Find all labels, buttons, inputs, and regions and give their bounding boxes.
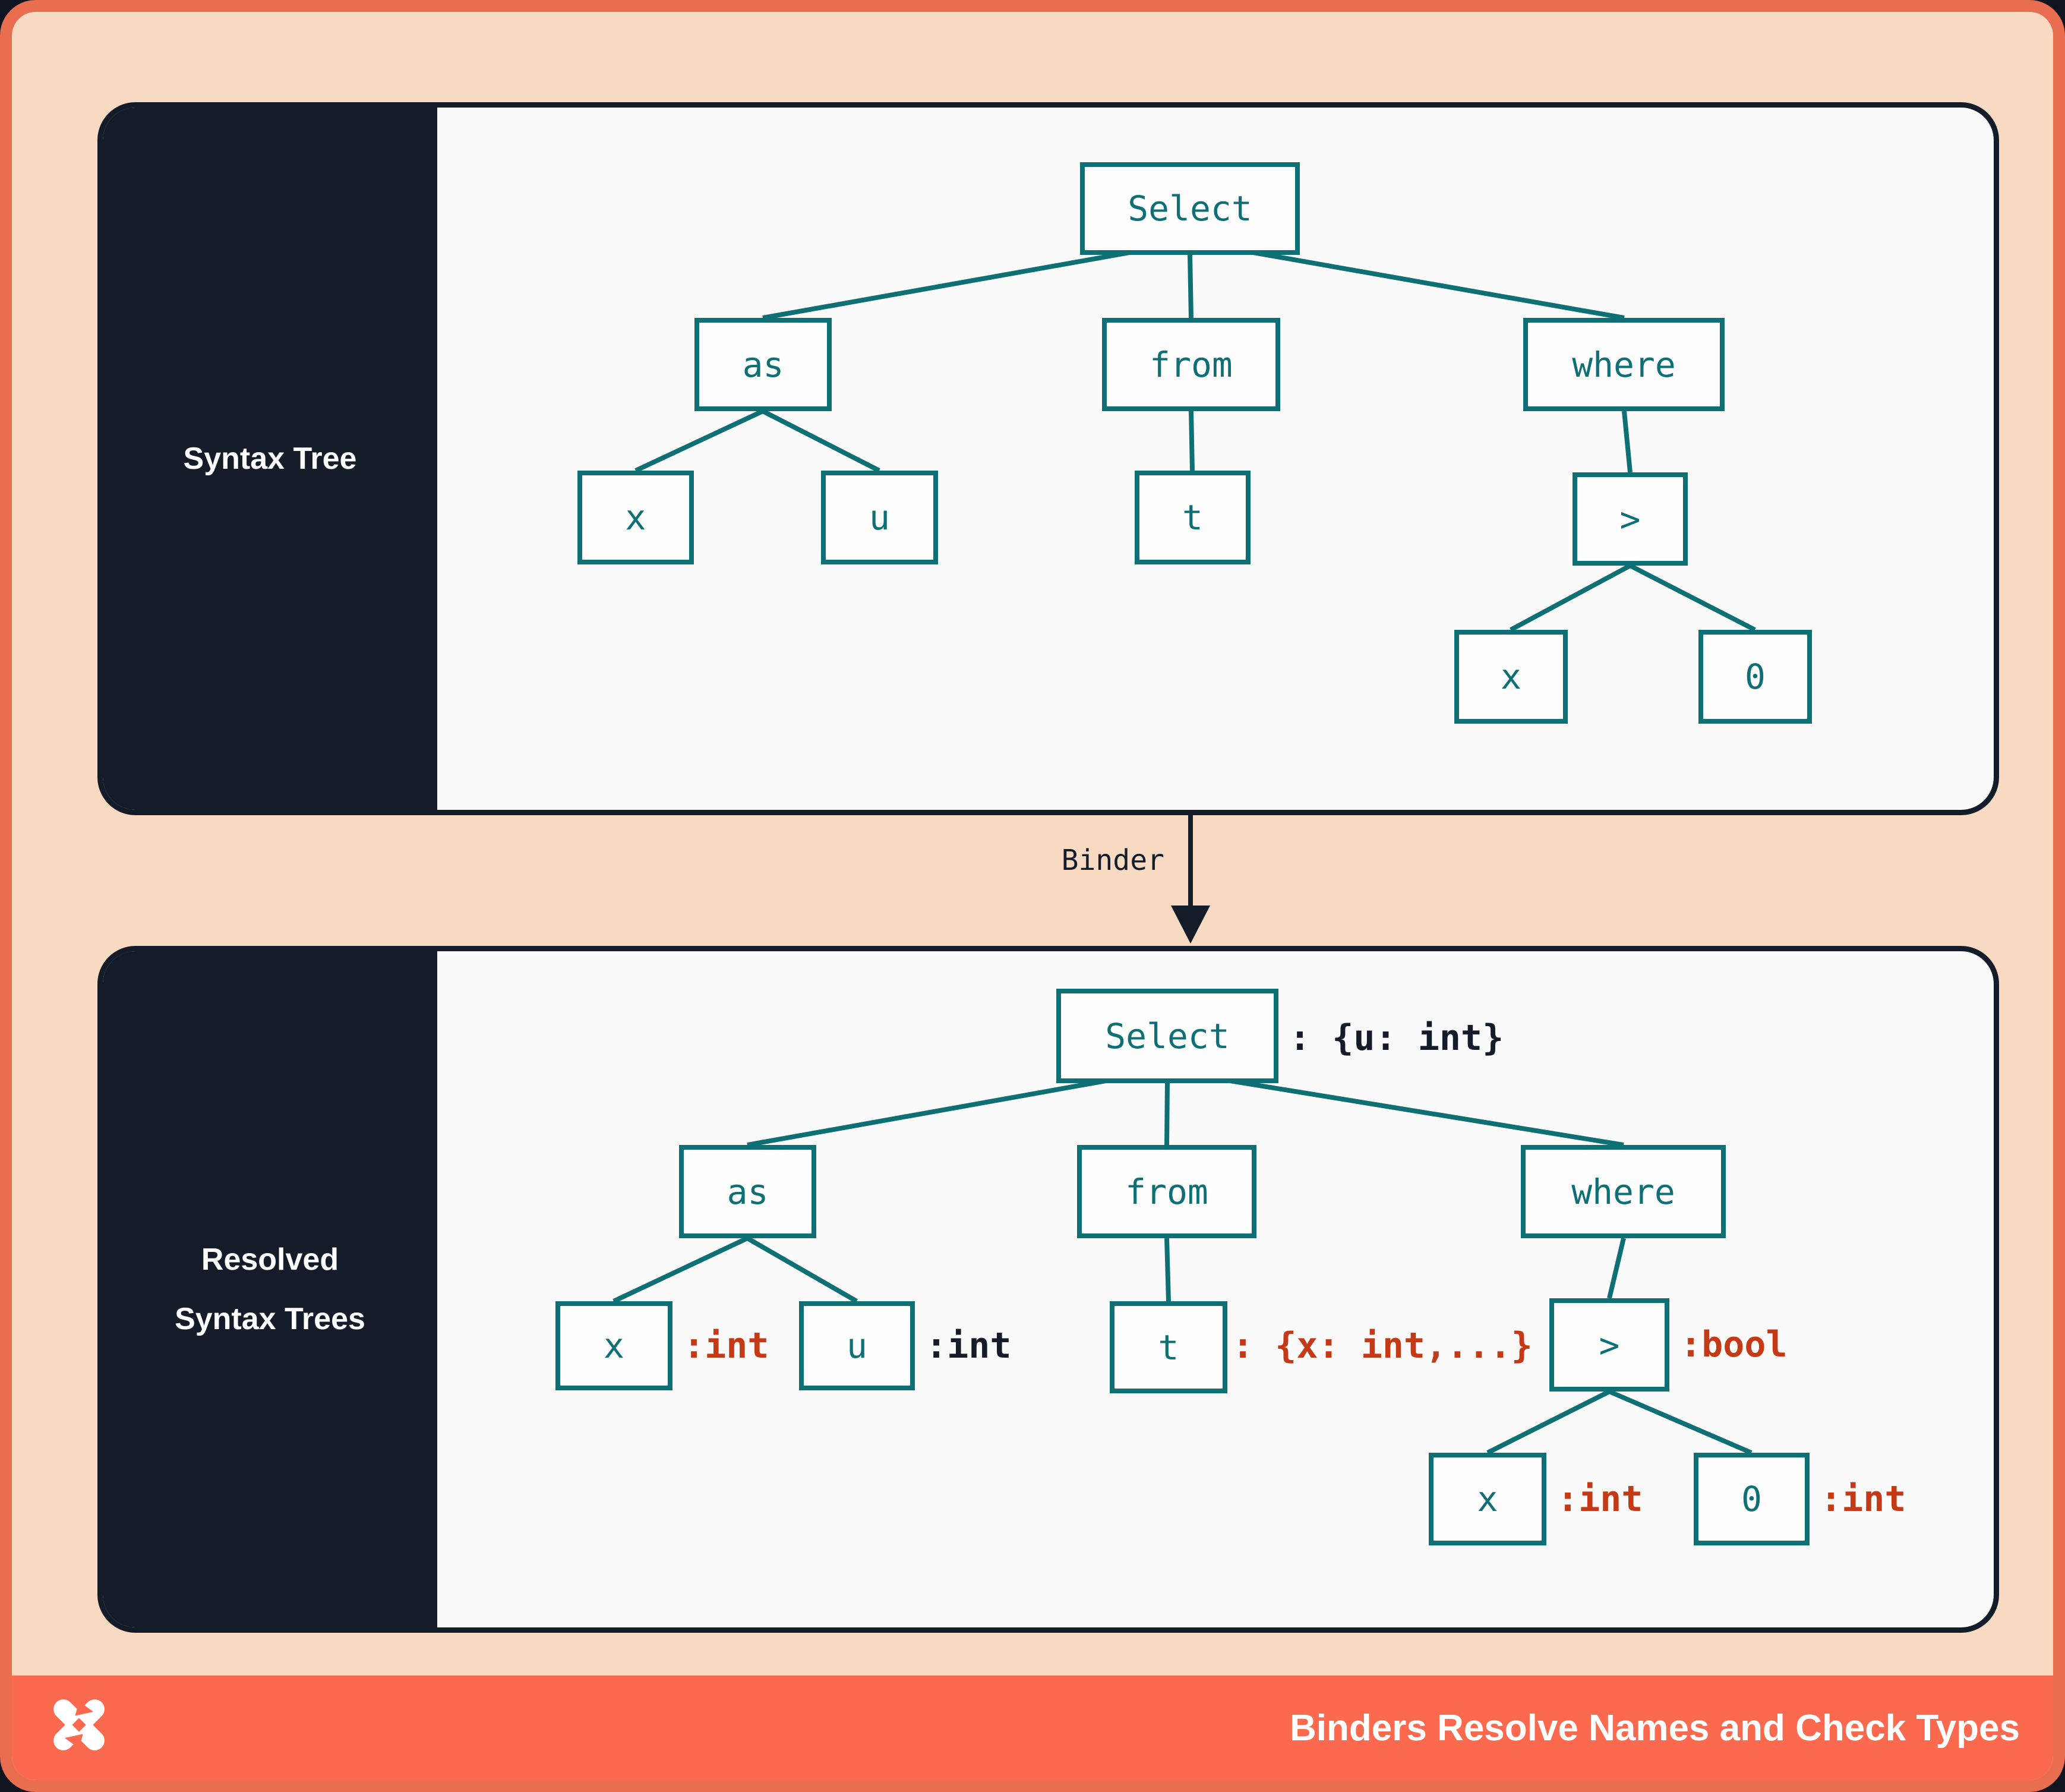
node-t: t bbox=[1135, 471, 1251, 564]
resolved-tree-edges bbox=[612, 1077, 1753, 1455]
node-select: Select bbox=[1080, 162, 1300, 255]
node-greater-than: > bbox=[1573, 472, 1688, 566]
footer-bar: Binders Resolve Names and Check Types bbox=[12, 1676, 2053, 1780]
node-where: where bbox=[1523, 318, 1725, 411]
node-from-resolved: from bbox=[1077, 1145, 1256, 1238]
greater-than-type-annotation: :bool bbox=[1680, 1324, 1788, 1365]
node-u: u bbox=[821, 471, 938, 564]
syntax-tree-panel: Select as from where x u t > x 0 Syntax … bbox=[97, 102, 1999, 815]
zero-type-annotation: :int bbox=[1820, 1478, 1906, 1520]
binder-arrow-line bbox=[1188, 815, 1193, 909]
t-type-annotation: : {x: int,...} bbox=[1232, 1325, 1533, 1367]
resolved-tree-label-line1: Resolved bbox=[201, 1242, 339, 1277]
node-from: from bbox=[1102, 318, 1280, 411]
u-type-annotation: :int bbox=[926, 1325, 1012, 1367]
binder-label: Binder bbox=[1061, 844, 1164, 877]
x-type-annotation: :int bbox=[683, 1325, 769, 1367]
resolved-tree-label-line2: Syntax Trees bbox=[175, 1302, 365, 1336]
node-zero: 0 bbox=[1698, 630, 1812, 724]
syntax-tree-label: Syntax Tree bbox=[183, 441, 357, 476]
node-x-resolved: x bbox=[555, 1301, 672, 1390]
footer-title: Binders Resolve Names and Check Types bbox=[1289, 1707, 2020, 1749]
node-as-resolved: as bbox=[679, 1145, 816, 1238]
binder-arrow-head bbox=[1171, 906, 1210, 944]
node-greater-than-resolved: > bbox=[1549, 1298, 1669, 1392]
syntax-tree-edges bbox=[634, 249, 1756, 632]
node-u-resolved: u bbox=[799, 1301, 915, 1390]
node-select-resolved: Select bbox=[1056, 989, 1278, 1083]
drasi-logo-icon bbox=[53, 1699, 105, 1750]
node-zero-resolved: 0 bbox=[1694, 1453, 1810, 1545]
select-type-annotation: : {u: int} bbox=[1289, 1017, 1504, 1059]
syntax-tree-sidebar: Syntax Tree bbox=[103, 108, 437, 810]
resolved-tree-panel: Select : {u: int} as from where x :int u… bbox=[97, 946, 1999, 1633]
resolved-tree-label: Resolved Syntax Trees bbox=[175, 1230, 365, 1349]
node-x-operand-resolved: x bbox=[1429, 1453, 1546, 1545]
x-operand-type-annotation: :int bbox=[1557, 1478, 1643, 1520]
resolved-tree-sidebar: Resolved Syntax Trees bbox=[103, 951, 437, 1627]
node-t-resolved: t bbox=[1110, 1301, 1227, 1393]
node-x-operand: x bbox=[1454, 630, 1568, 724]
node-x: x bbox=[577, 471, 694, 564]
node-where-resolved: where bbox=[1521, 1145, 1726, 1238]
node-as: as bbox=[694, 318, 832, 411]
